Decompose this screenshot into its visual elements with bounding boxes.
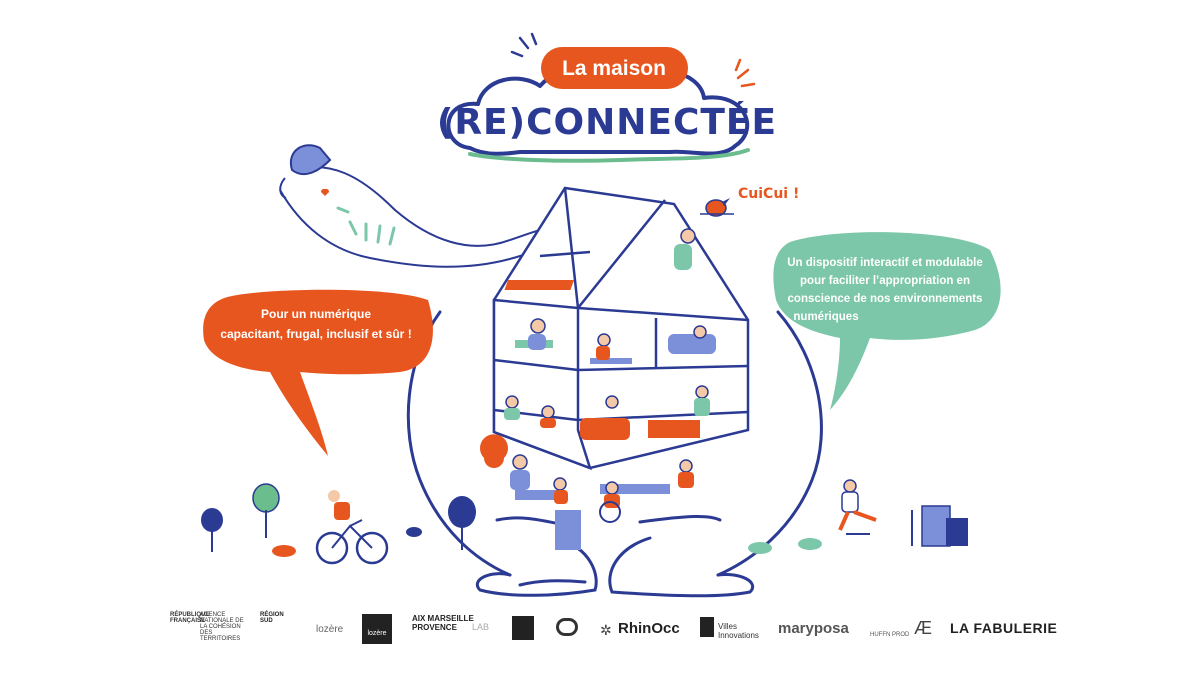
right-bubble-line3: conscience de nos environnements	[788, 293, 983, 305]
logo-lozere-2: lozère	[362, 614, 392, 644]
logo-a-black	[512, 616, 534, 640]
bird-cuicui: CuiCui !	[738, 186, 799, 202]
logo-villes-innovations: Villes Innovations	[718, 622, 759, 640]
title-line1: La maison	[562, 57, 666, 80]
logo-lozere-1: lozère	[316, 624, 344, 635]
logo-loop	[556, 618, 578, 636]
street-scene	[201, 479, 968, 565]
logo-la-fabulerie: LA FABULERIE	[950, 620, 1058, 636]
hands	[406, 310, 823, 598]
logo-lab: LAB	[472, 622, 490, 632]
title-cloud: La maison (RE)CONNECTÉE	[437, 32, 777, 163]
logo-anct: AGENCE NATIONALE DE LA COHÉSION DES TERR…	[200, 612, 244, 642]
logo-republique-francaise: RÉPUBLIQUE FRANÇAISE	[170, 612, 210, 624]
left-bubble-line1: Pour un numérique	[261, 307, 371, 321]
logo-ae-mark: Æ	[914, 618, 932, 638]
logo-villes-mark	[700, 617, 714, 637]
house	[492, 186, 750, 550]
logo-maryposa: maryposa	[778, 620, 849, 637]
logo-villes-line2: Innovations	[718, 631, 759, 640]
left-bubble-line2: capacitant, frugal, inclusif et sûr !	[220, 327, 411, 341]
bird	[700, 198, 734, 217]
left-speech-bubble: Pour un numérique capacitant, frugal, in…	[203, 289, 433, 456]
title-pill	[541, 47, 688, 89]
logo-aix-marseille-line1: AIX MARSEILLE	[412, 614, 474, 623]
logo-rhinocc-mark: ✲	[600, 622, 612, 638]
logo-villes-line1: Villes	[718, 622, 737, 631]
logo-rhinocc: RhinOcc	[618, 620, 680, 637]
logo-aix-marseille: AIX MARSEILLE PROVENCE	[412, 614, 474, 632]
right-bubble-line1: Un dispositif interactif et modulable	[787, 257, 983, 269]
right-bubble-line2: pour faciliter l’appropriation en	[800, 275, 970, 287]
right-speech-bubble: Un dispositif interactif et modulable po…	[773, 232, 1001, 410]
residents	[479, 228, 710, 523]
logo-huffn-prod: HUFFN PROD	[870, 632, 910, 638]
logo-region-sud: RÉGION SUD	[260, 612, 284, 624]
right-bubble-line4: numériques	[793, 311, 858, 323]
logo-aix-marseille-line2: PROVENCE	[412, 623, 457, 632]
title-line2: (RE)CONNECTÉE	[437, 101, 777, 143]
